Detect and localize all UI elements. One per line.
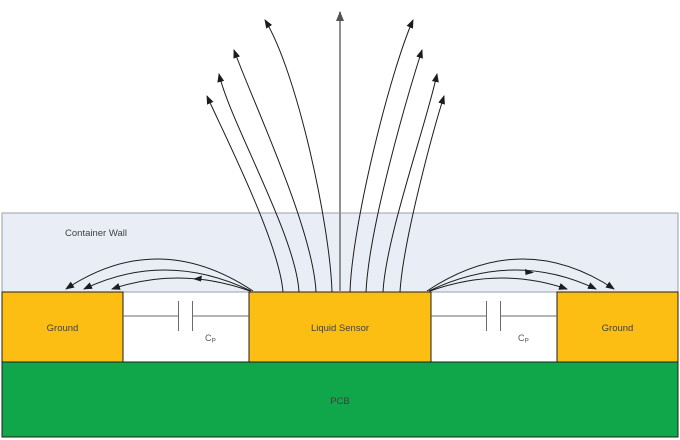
ground-left-label: Ground [47, 323, 79, 334]
field-arc-left-mid-arrowhead-icon [193, 275, 202, 282]
field-arc-right-mid [428, 269, 597, 292]
field-fan-left-3 [217, 73, 300, 293]
pcb-label: PCB [330, 396, 350, 407]
field-fan-right-4 [399, 95, 445, 293]
field-fan-left-1 [264, 19, 333, 293]
field-lines [65, 11, 615, 293]
capacitor-left-label: CP [205, 333, 216, 345]
field-arc-left-outer [65, 258, 254, 292]
field-fan-right-1 [349, 19, 414, 293]
liquid-sensor-electrode [248, 291, 432, 363]
capacitor-right-label: CP [518, 333, 529, 345]
capacitor-symbol-left: CP [123, 301, 249, 345]
field-arc-left-inner [111, 277, 251, 292]
field-fan-left-4 [206, 95, 284, 293]
liquid-sensor-label: Liquid Sensor [311, 323, 369, 334]
field-arc-left-mid [83, 269, 252, 292]
field-fan-left-2 [233, 49, 317, 293]
ground-electrode-left [1, 291, 124, 363]
pcb-block [1, 361, 679, 438]
field-fan-right-2 [365, 49, 423, 293]
field-arc-right-outer [426, 258, 615, 292]
ground-right-label: Ground [602, 323, 634, 334]
capacitor-symbol-right: CP [431, 301, 557, 345]
capacitor-right-plates-icon [431, 301, 557, 331]
capacitor-left-plates-icon [123, 301, 249, 331]
field-arc-right-mid-arrowhead-icon [525, 269, 534, 275]
field-fan-right-3 [382, 73, 439, 293]
field-arc-right-inner [429, 277, 568, 292]
ground-electrode-right [556, 291, 679, 363]
container-wall-label: Container Wall [65, 228, 127, 239]
